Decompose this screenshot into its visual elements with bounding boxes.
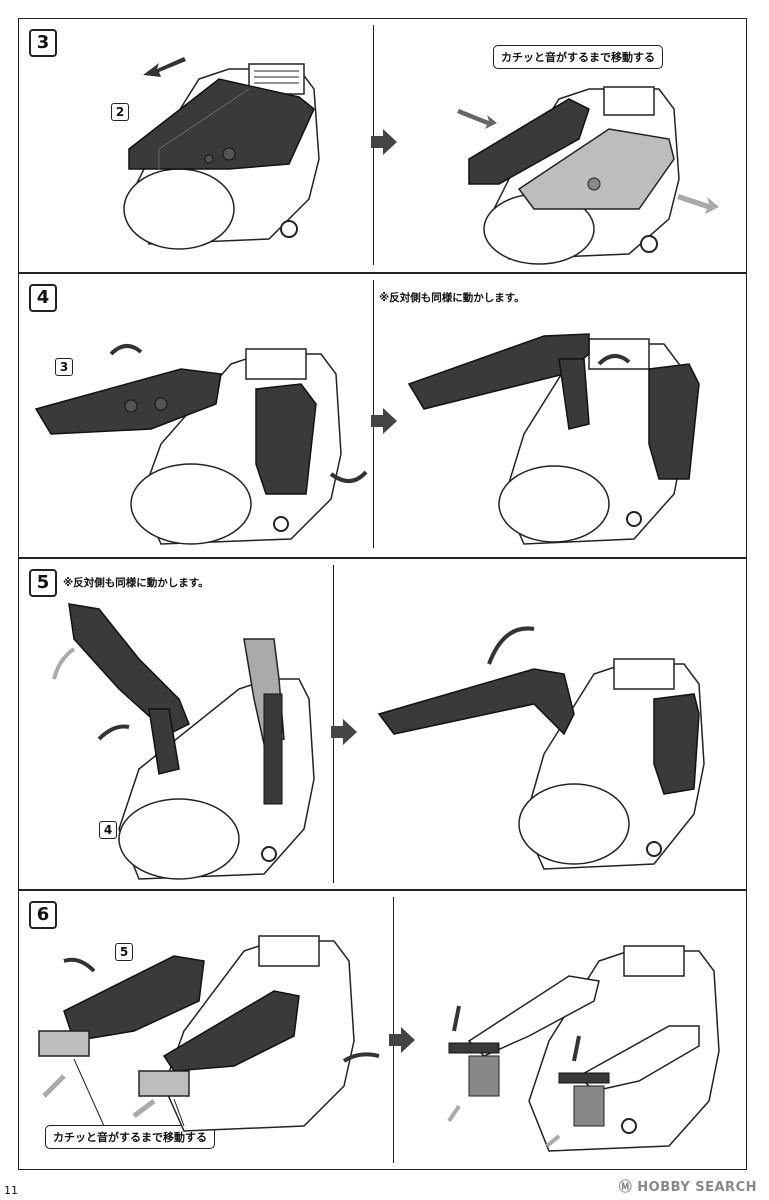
step-4-before-illustration [34,344,368,545]
note-text: ※反対側も同様に動かします。 [379,292,525,304]
part-label: 2 [111,103,129,121]
next-step-arrow-icon [371,408,397,434]
move-arrow-icon [143,57,186,77]
step-3-after-illustration [457,86,719,265]
step-3-panel: 3 2 カチッと音がするまで移動する [18,18,747,273]
step-6-after-illustration [447,945,720,1152]
step-4-panel: 4 3 ※反対側も同様に動かします。 [18,273,747,558]
step-3-before-illustration [123,63,320,250]
step-4-after-illustration [407,333,700,545]
click-callout: カチッと音がするまで移動する [493,45,663,69]
next-step-arrow-icon [331,719,357,745]
step-6-panel: 6 5 カチッと音がするまで移動する [18,890,747,1170]
step-number: 3 [29,29,57,57]
step-divider [333,565,334,883]
watermark: Ⓜ HOBBY SEARCH [618,1180,757,1195]
note-text: ※反対側も同様に動かします。 [63,577,209,589]
step-divider [373,280,374,548]
step-5-before-illustration [52,603,315,880]
step-6-before-illustration [38,935,380,1132]
step-5-panel: 5 ※反対側も同様に動かします。 4 [18,558,747,890]
click-callout: カチッと音がするまで移動する [45,1125,215,1149]
part-label: 4 [99,821,117,839]
next-step-arrow-icon [389,1027,415,1053]
step-number: 4 [29,284,57,312]
part-label: 3 [55,358,73,376]
step-5-after-illustration [377,626,705,870]
next-step-arrow-icon [371,129,397,155]
step-number: 5 [29,569,57,597]
step-number: 6 [29,901,57,929]
step-divider [393,897,394,1163]
part-label: 5 [115,943,133,961]
page-number: 11 [4,1184,18,1197]
